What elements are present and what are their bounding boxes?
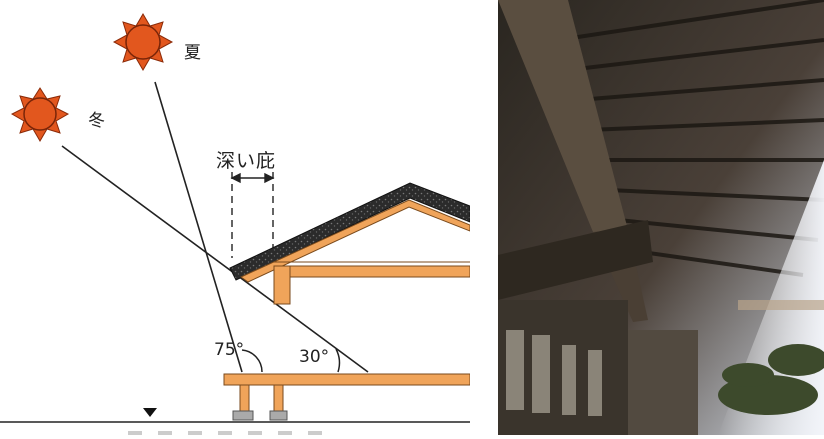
winter-label: 冬 <box>88 111 105 131</box>
summer-sun-ray <box>154 81 243 373</box>
summer-angle-label: 75° <box>214 340 245 360</box>
ceiling-beam <box>273 261 471 305</box>
ground-hatch <box>128 431 322 435</box>
winter-sun-icon <box>10 87 70 142</box>
eave-depth-marker <box>230 172 275 258</box>
eave-sun-angle-diagram: 夏 冬 深い庇 75° 30° <box>0 13 471 435</box>
ground-level-marker <box>143 408 157 417</box>
winter-angle-label: 30° <box>299 347 330 367</box>
summer-angle-arc <box>241 349 263 373</box>
summer-label: 夏 <box>184 43 201 63</box>
winter-sun-ray <box>61 145 369 373</box>
summer-sun-icon <box>112 13 174 71</box>
floor <box>223 373 471 421</box>
eave-underside-photo <box>498 0 824 435</box>
winter-angle-arc <box>335 348 341 373</box>
eave-label: 深い庇 <box>216 150 277 172</box>
